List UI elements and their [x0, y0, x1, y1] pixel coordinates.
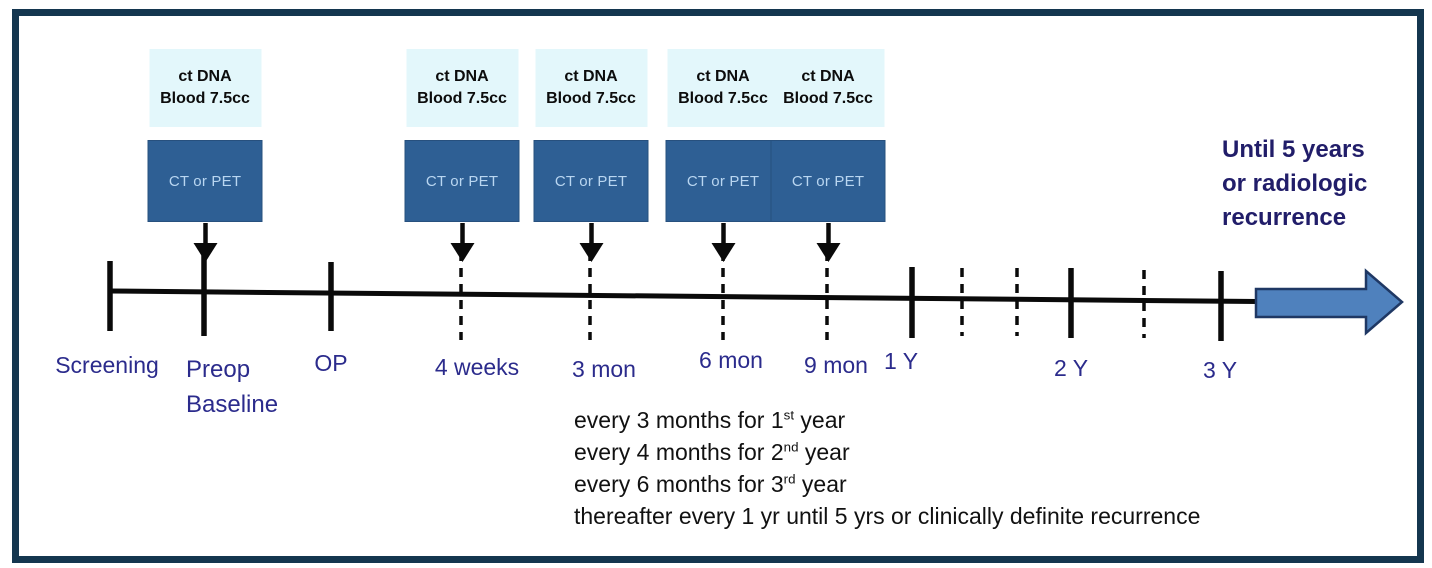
timepoint-label-preop: Preop Baseline — [186, 356, 278, 419]
ctdna-label: ct DNA — [435, 68, 489, 86]
note-text: every 4 months for 2 — [574, 439, 784, 465]
ctdna-volume: Blood 7.5cc — [417, 90, 507, 107]
ct-pet-box: CT or PET — [770, 140, 886, 222]
ct-pet-box: CT or PET — [533, 140, 649, 222]
ct-pet-box: CT or PET — [147, 140, 263, 222]
event-column-3mon: ct DNA Blood 7.5cc CT or PET — [533, 49, 649, 263]
schedule-note-line: every 3 months for 1st year — [574, 404, 1200, 436]
ctdna-blood-box: ct DNA Blood 7.5cc — [772, 49, 884, 127]
note-text: every 6 months for 3 — [574, 471, 784, 497]
timepoint-label-op: OP — [314, 350, 348, 376]
event-column-9mon: ct DNA Blood 7.5cc CT or PET — [770, 49, 886, 263]
ct-pet-label: CT or PET — [686, 172, 760, 190]
ctdna-blood-box: ct DNA Blood 7.5cc — [535, 49, 647, 127]
note-text: every 3 months for 1 — [574, 407, 784, 433]
ct-pet-box: CT or PET — [404, 140, 520, 222]
ctdna-label: ct DNA — [178, 68, 232, 86]
schedule-notes: every 3 months for 1st year every 4 mont… — [574, 404, 1200, 532]
down-arrow-icon — [579, 223, 603, 262]
ct-pet-label: CT or PET — [554, 172, 628, 190]
ctdna-volume: Blood 7.5cc — [678, 90, 768, 107]
ct-pet-label: CT or PET — [791, 172, 865, 190]
schedule-note-line: every 6 months for 3rd year — [574, 468, 1200, 500]
until-note-line3: recurrence — [1222, 204, 1347, 231]
down-arrow-icon — [193, 223, 217, 262]
ctdna-blood-box: ct DNA Blood 7.5cc — [149, 49, 261, 127]
note-superscript: st — [783, 407, 795, 423]
until-recurrence-note: Until 5 years or radiologic recurrence — [1222, 133, 1367, 235]
timepoint-label-6mon: 6 mon — [699, 347, 763, 373]
timepoint-label-1y: 1 Y — [883, 348, 919, 374]
timepoint-label-preop-line2: Baseline — [186, 391, 279, 418]
ctdna-volume: Blood 7.5cc — [783, 90, 873, 107]
schedule-note-line: every 4 months for 2nd year — [574, 436, 1200, 468]
note-tail: year — [794, 407, 846, 433]
ct-pet-box: CT or PET — [665, 140, 781, 222]
timepoint-label-preop-line1: Preop — [186, 356, 251, 383]
timepoint-label-9mon: 9 mon — [804, 352, 868, 378]
note-superscript: rd — [783, 471, 796, 487]
ctdna-volume: Blood 7.5cc — [546, 90, 636, 107]
ct-pet-label: CT or PET — [425, 172, 499, 190]
timepoint-label-3y: 3 Y — [1202, 357, 1238, 383]
timepoint-label-4weeks: 4 weeks — [434, 354, 520, 380]
down-arrow-icon — [816, 223, 840, 262]
ctdna-volume: Blood 7.5cc — [160, 90, 250, 107]
timeline-continuation-arrow-icon — [1254, 268, 1404, 336]
until-note-line1: Until 5 years — [1222, 136, 1365, 163]
note-superscript: nd — [783, 439, 799, 455]
note-tail: year — [795, 471, 847, 497]
ctdna-label: ct DNA — [564, 68, 618, 86]
down-arrow-icon — [711, 223, 735, 262]
ctdna-blood-box: ct DNA Blood 7.5cc — [406, 49, 518, 127]
event-column-preop: ct DNA Blood 7.5cc CT or PET — [147, 49, 263, 263]
until-note-line2: or radiologic — [1222, 170, 1368, 197]
timepoint-label-screening: Screening — [55, 352, 159, 378]
down-arrow-icon — [450, 223, 474, 262]
schedule-note-line: thereafter every 1 yr until 5 yrs or cli… — [574, 500, 1200, 532]
timepoint-label-3mon: 3 mon — [572, 356, 636, 382]
note-tail: year — [798, 439, 850, 465]
event-column-4weeks: ct DNA Blood 7.5cc CT or PET — [404, 49, 520, 263]
timepoint-label-2y: 2 Y — [1053, 355, 1089, 381]
ct-pet-label: CT or PET — [168, 172, 242, 190]
timeline-axis — [109, 288, 1258, 304]
note-text: thereafter every 1 yr until 5 yrs or cli… — [574, 503, 1201, 529]
ctdna-label: ct DNA — [801, 68, 855, 86]
event-column-6mon: ct DNA Blood 7.5cc CT or PET — [665, 49, 781, 263]
ctdna-label: ct DNA — [696, 68, 750, 86]
ctdna-blood-box: ct DNA Blood 7.5cc — [667, 49, 779, 127]
